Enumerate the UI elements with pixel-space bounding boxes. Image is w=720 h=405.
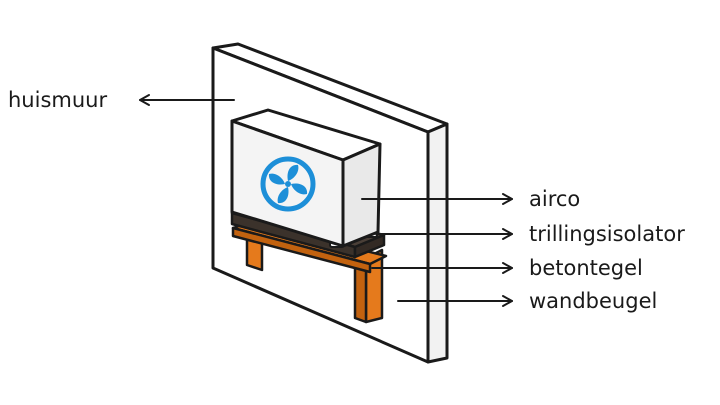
arrow-huismuur xyxy=(139,94,235,106)
arrow-trillingsisolator xyxy=(375,228,513,240)
bracket-arm-front xyxy=(231,226,372,274)
concrete-tile-side xyxy=(353,233,386,259)
arrow-airco xyxy=(361,193,513,205)
pointer-arrows xyxy=(139,94,513,307)
arrow-wandbeugel xyxy=(397,295,513,307)
wall-side-edge xyxy=(426,122,449,364)
label-trillingsisolator: trillingsisolator xyxy=(529,222,685,246)
arrow-betontegel xyxy=(371,262,513,274)
fan-icon xyxy=(260,156,316,212)
label-airco: airco xyxy=(529,187,581,211)
airco-side xyxy=(341,142,382,248)
label-huismuur: huismuur xyxy=(8,88,108,112)
label-betontegel: betontegel xyxy=(529,256,643,280)
label-wandbeugel: wandbeugel xyxy=(529,289,658,313)
